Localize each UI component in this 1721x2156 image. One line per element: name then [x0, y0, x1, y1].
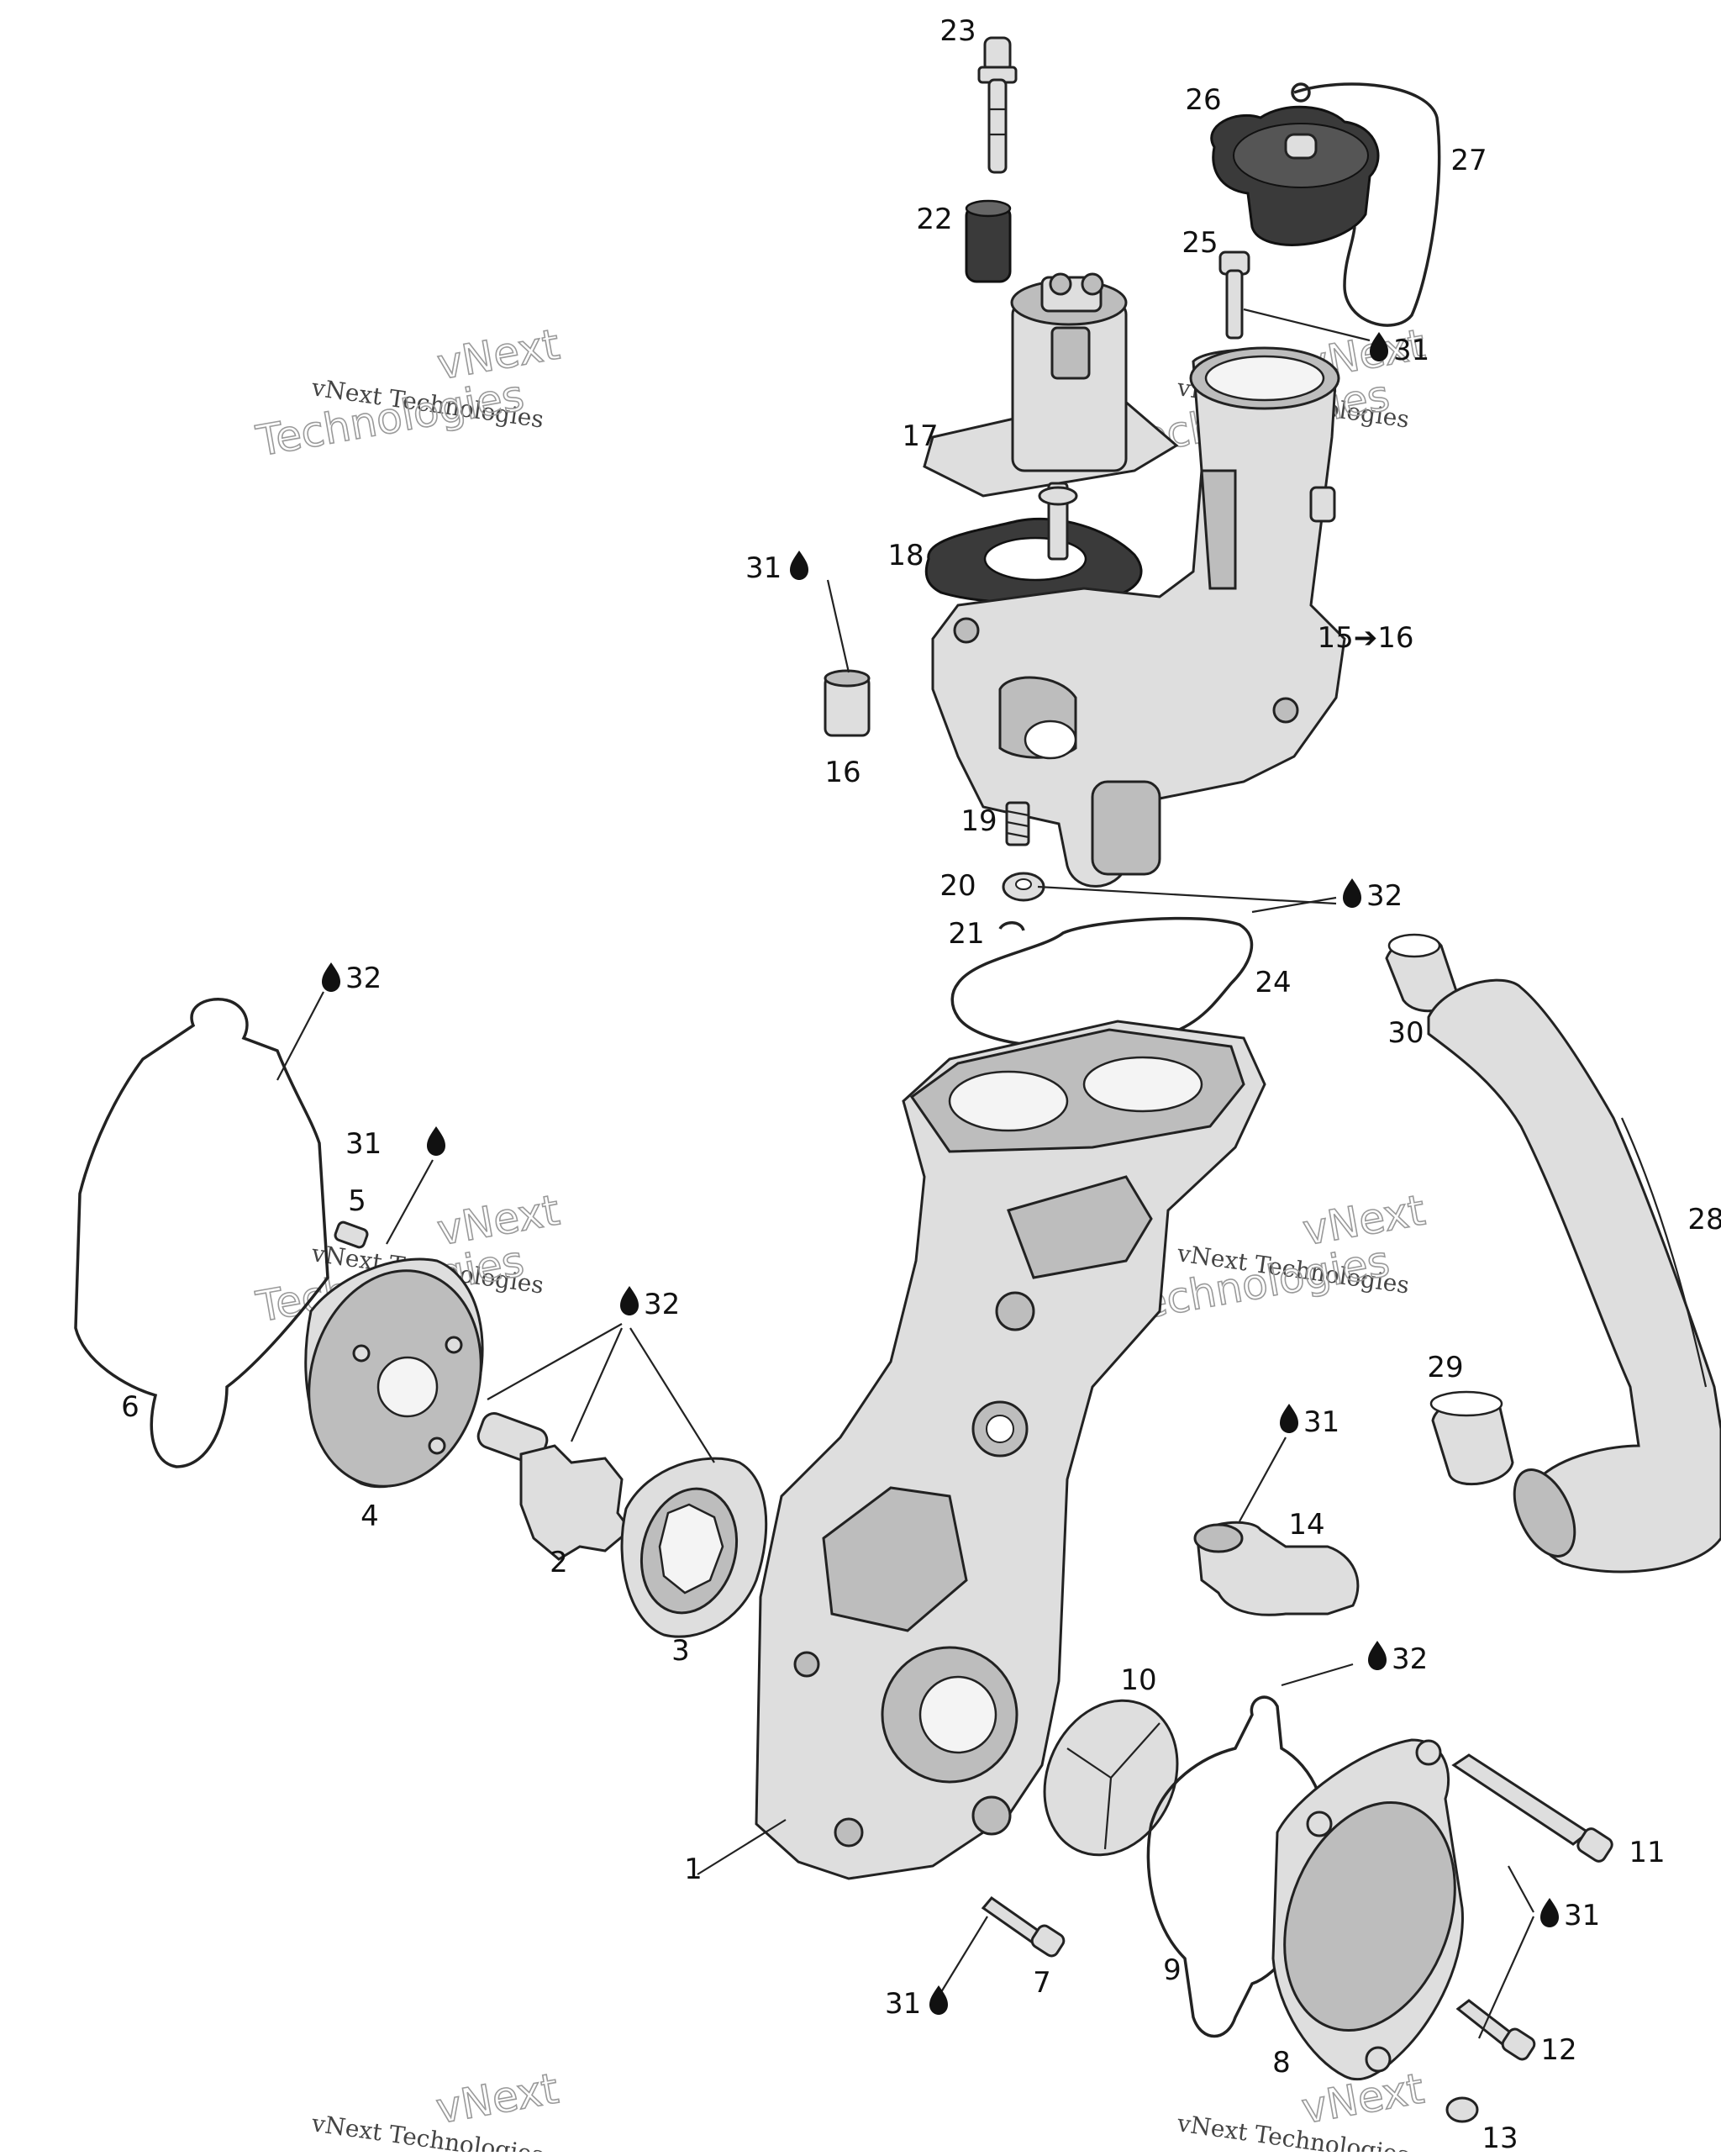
callout-9: 9	[1163, 1953, 1182, 1987]
part-10-strainer-screen	[1043, 1699, 1179, 1857]
callout-30: 30	[1387, 1016, 1424, 1050]
lubricant-ref-32: 32	[1366, 879, 1403, 913]
callout-14: 14	[1288, 1508, 1324, 1542]
part-26-pressure-cap	[1210, 105, 1380, 246]
callout-6: 6	[121, 1390, 139, 1424]
part-13-washer	[1445, 2096, 1479, 2123]
oil-drop-icon	[620, 1286, 639, 1315]
lubricant-ref-31: 31	[745, 551, 782, 585]
part-8-pump-cover	[1271, 1738, 1464, 2081]
callout-5: 5	[348, 1184, 366, 1218]
oil-drop-icon	[790, 551, 808, 580]
callout-21: 21	[948, 917, 984, 951]
callout-1: 1	[684, 1853, 703, 1886]
part-17-thermostat-housing	[923, 272, 1179, 498]
callout-25: 25	[1182, 226, 1218, 260]
callout-4: 4	[361, 1500, 379, 1533]
callout-23: 23	[939, 14, 976, 48]
callout-28: 28	[1687, 1203, 1721, 1236]
part-2-inner-rotor	[476, 1412, 633, 1561]
callout-13: 13	[1482, 2122, 1518, 2152]
callout-labels: 1 2 3 4 5 6 7 8 9 10 11 12 13 14 15➔16 1…	[121, 14, 1721, 2155]
part-15-pump-housing	[931, 346, 1346, 888]
callout-10: 10	[1120, 1663, 1156, 1697]
part-24-housing-gasket	[950, 916, 1254, 1049]
oil-drop-icon	[1343, 878, 1361, 908]
oil-drop-icon	[1540, 1898, 1559, 1927]
part-25-screw	[1218, 250, 1250, 340]
watermark-big-text-1: vNext	[433, 2064, 562, 2133]
part-7-bolt	[981, 1895, 1066, 1958]
lubricant-ref-31: 31	[345, 1127, 382, 1161]
callout-15-to-16: 15➔16	[1317, 621, 1413, 655]
lubricant-ref-31: 31	[1393, 334, 1429, 367]
callout-20: 20	[939, 869, 976, 903]
callout-7: 7	[1033, 1966, 1051, 2000]
leader-lines	[276, 308, 1535, 2039]
part-6-pump-cover-gasket	[74, 998, 329, 1468]
lubricant-symbols	[322, 332, 1559, 2015]
callout-22: 22	[916, 203, 952, 236]
callout-24: 24	[1255, 966, 1291, 999]
callout-26: 26	[1185, 83, 1221, 117]
part-27-cap-tether	[1291, 82, 1441, 327]
callout-11: 11	[1629, 1836, 1665, 1869]
watermark-top-left: vNext Technologies vNext Technologies	[252, 319, 564, 467]
part-3-outer-rotor	[620, 1457, 768, 1638]
part-1-main-pump-body	[755, 1020, 1266, 1880]
watermark-bottom-left: vNext Technologies vNext	[309, 2064, 562, 2156]
part-16-bushing	[824, 669, 871, 737]
part-thermostat-stem	[1038, 482, 1078, 561]
lubricant-ref-31: 31	[885, 1987, 921, 2021]
part-22-sleeve	[965, 199, 1012, 283]
oil-drop-icon	[322, 962, 340, 992]
lubricant-ref-31: 31	[1303, 1405, 1339, 1439]
part-5-pin	[334, 1220, 369, 1249]
lubricant-ref-32: 32	[644, 1288, 680, 1321]
callout-3: 3	[671, 1634, 690, 1668]
callout-27: 27	[1450, 144, 1487, 177]
callout-8: 8	[1272, 2046, 1291, 2080]
lubricant-ref-32: 32	[1392, 1642, 1428, 1676]
part-14-elbow-fitting	[1193, 1521, 1360, 1616]
oil-drop-icon	[929, 1985, 948, 2015]
part-29-hose-clamp	[1429, 1390, 1514, 1486]
callout-12: 12	[1540, 2033, 1576, 2067]
part-19-spring	[1005, 801, 1030, 846]
lubricant-ref-labels: 31 31 31 31 31 31 32 32 32 32	[345, 334, 1600, 2021]
callout-29: 29	[1427, 1351, 1463, 1384]
part-28-coolant-hose	[1427, 978, 1721, 1574]
part-20-washer	[1002, 872, 1045, 902]
part-21-retaining-ring	[998, 921, 1025, 931]
part-4-pump-cover	[304, 1257, 484, 1489]
callout-16: 16	[824, 756, 860, 789]
oil-drop-icon	[1368, 1641, 1387, 1670]
oil-drop-icon	[427, 1126, 445, 1156]
callout-2: 2	[550, 1546, 568, 1579]
part-9-cover-gasket	[1146, 1695, 1329, 2038]
part-11-long-bolt	[1451, 1753, 1613, 1863]
callout-17: 17	[902, 419, 938, 453]
part-12-bolt	[1455, 1999, 1536, 2061]
lubricant-ref-31: 31	[1564, 1899, 1600, 1932]
oil-drop-icon	[1280, 1404, 1298, 1433]
callout-18: 18	[887, 539, 924, 572]
part-23-bleed-screw	[977, 36, 1018, 174]
oil-drop-icon	[1370, 332, 1388, 361]
callout-19: 19	[960, 804, 997, 838]
lubricant-ref-32: 32	[345, 962, 382, 995]
